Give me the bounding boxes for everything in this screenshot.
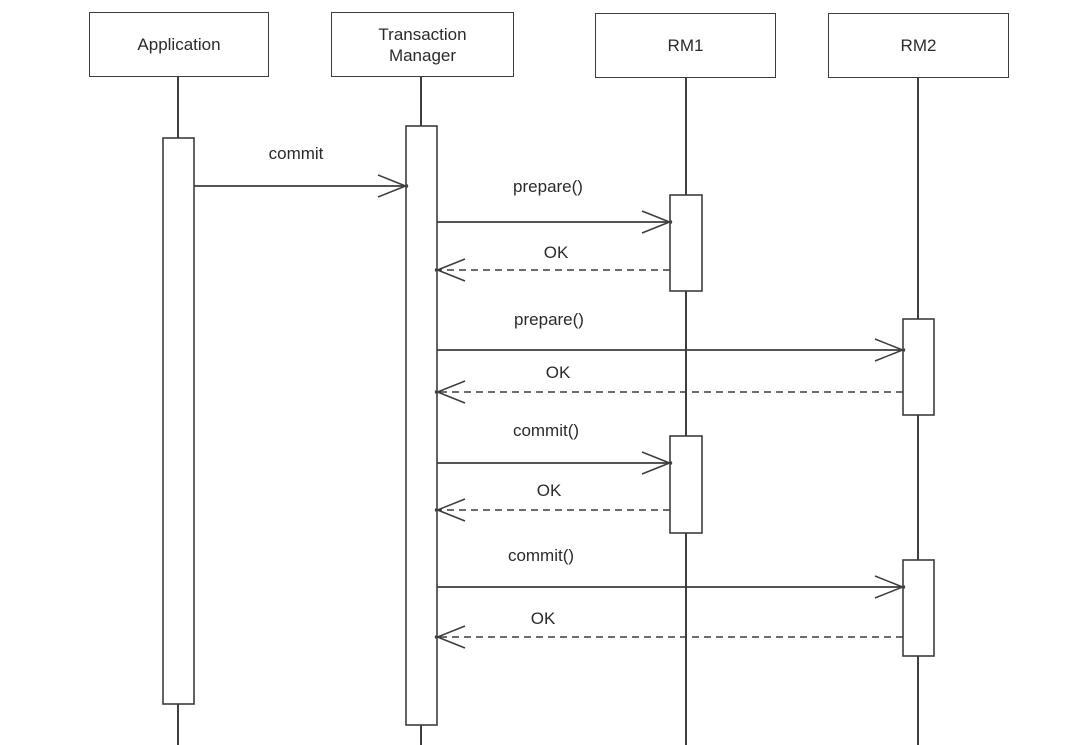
arrowhead-icon (641, 451, 673, 465)
message-label: prepare() (514, 310, 584, 329)
message-arrow-prepare (437, 338, 906, 362)
participant-box-rm2: RM2 (828, 13, 1009, 78)
participant-label: Transaction Manager (378, 24, 467, 65)
arrowhead-icon (434, 390, 466, 404)
message-arrow-commit (194, 174, 409, 198)
arrowhead-icon (874, 585, 906, 599)
message-arrow-commit (437, 451, 673, 475)
activation-bar-transaction-manager (405, 125, 438, 726)
arrowhead-icon (641, 210, 673, 224)
arrowhead-icon (874, 338, 906, 352)
arrowhead-icon (377, 184, 409, 198)
arrowhead-icon (874, 575, 906, 589)
message-label: prepare() (513, 177, 583, 196)
arrowhead-icon (874, 348, 906, 362)
message-arrow-ok (434, 380, 903, 404)
message-label: OK (536, 481, 562, 500)
message-label: commit (268, 144, 324, 163)
message-label: OK (530, 609, 556, 628)
activation-bar-rm1 (669, 435, 703, 534)
arrowhead-icon (434, 635, 466, 649)
arrowhead-icon (641, 461, 673, 475)
activation-bar-rm2 (902, 559, 935, 657)
message-arrow-ok (434, 625, 903, 649)
arrowhead-icon (434, 380, 466, 394)
message-label: commit() (512, 421, 580, 440)
message-arrow-commit (437, 575, 906, 599)
participant-label: RM1 (667, 36, 704, 55)
arrowhead-icon (434, 625, 466, 639)
participant-label: Application (137, 35, 221, 54)
message-arrow-prepare (437, 210, 673, 234)
arrowhead-icon (434, 268, 466, 282)
arrowhead-icon (434, 498, 466, 512)
participant-box-application: Application (89, 12, 269, 77)
message-label: commit() (507, 546, 575, 565)
arrowhead-icon (377, 174, 409, 188)
message-label: OK (543, 243, 569, 262)
participant-box-rm1: RM1 (595, 13, 776, 78)
message-label: OK (545, 363, 571, 382)
arrowhead-icon (434, 258, 466, 272)
message-arrow-ok (434, 258, 670, 282)
arrowhead-icon (434, 508, 466, 522)
activation-bar-rm1 (669, 194, 703, 292)
participant-box-transaction-manager: Transaction Manager (331, 12, 514, 77)
message-arrow-ok (434, 498, 670, 522)
activation-bar-application (162, 137, 195, 705)
activation-bar-rm2 (902, 318, 935, 416)
arrowhead-icon (641, 220, 673, 234)
participant-label: RM2 (900, 36, 937, 55)
